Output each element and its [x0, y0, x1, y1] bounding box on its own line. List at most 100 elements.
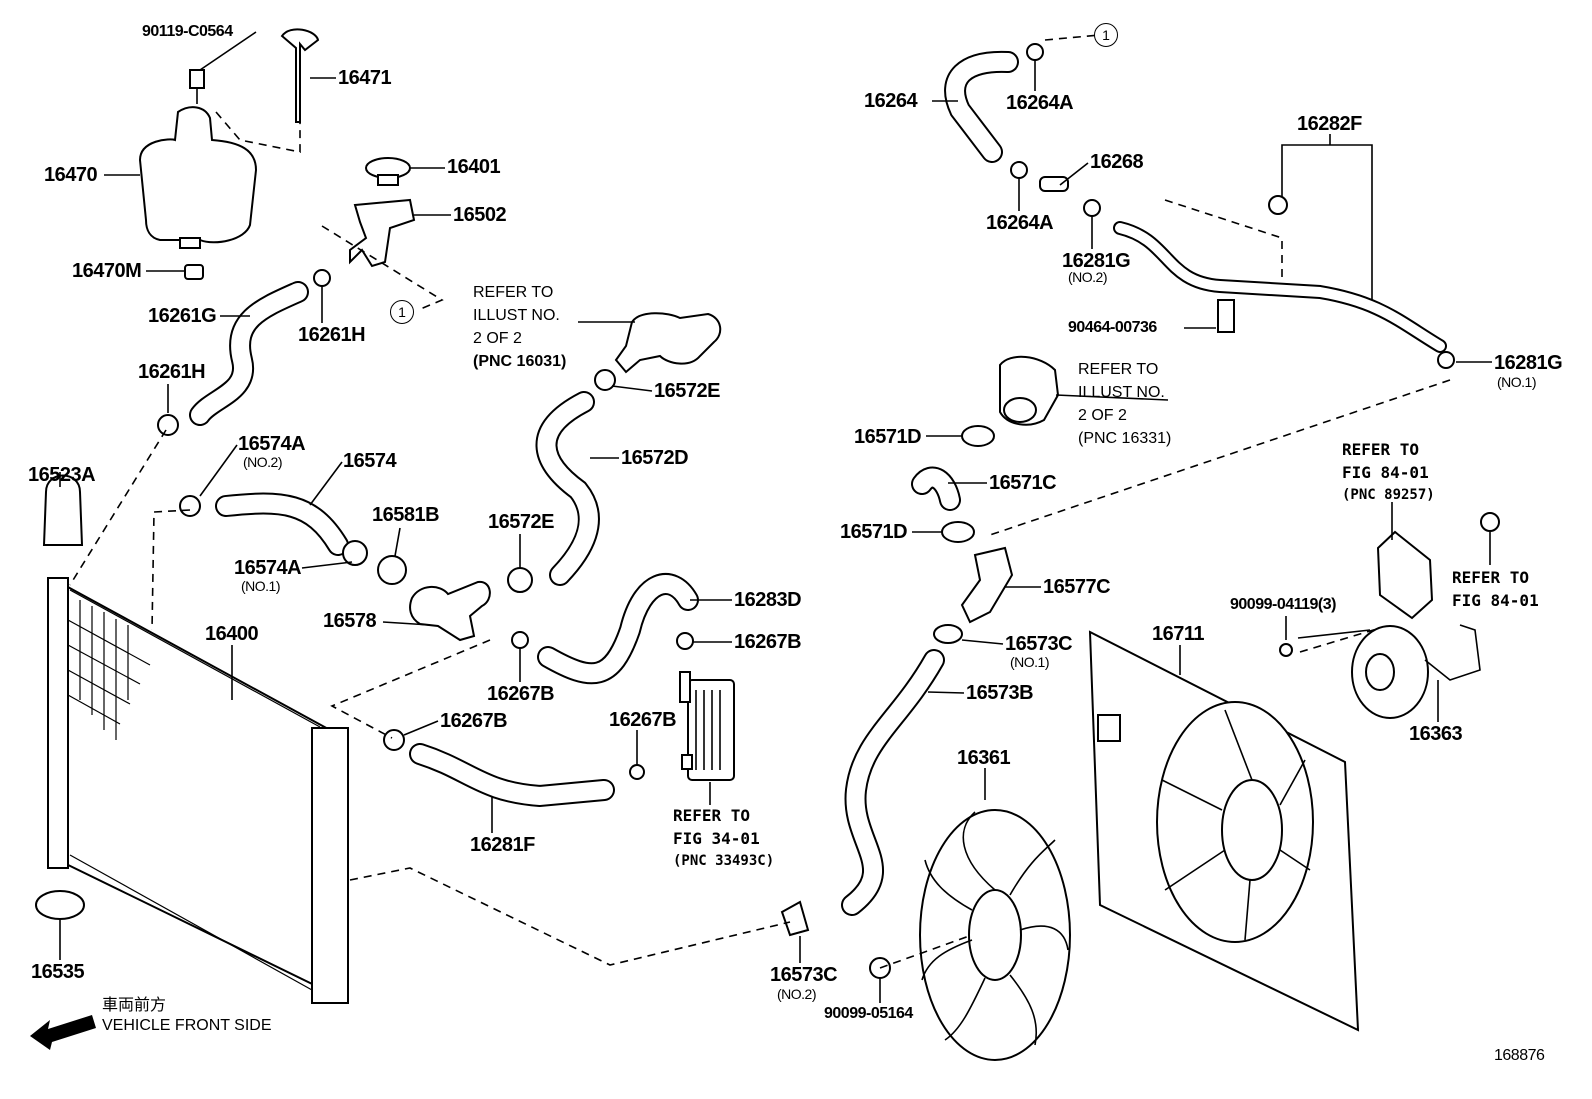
part-sublabel: (NO.2) [1068, 269, 1108, 285]
hose-16571C [911, 466, 961, 511]
part-label: 16471 [338, 67, 392, 89]
radiator-16400 [47, 577, 349, 1004]
part-label: 16470M [72, 260, 142, 282]
part-label: 16571D [854, 426, 922, 448]
part-label: 16470 [44, 164, 98, 186]
reference-marker: 1 [1094, 23, 1118, 47]
note-line: (PNC 33493C) [673, 853, 775, 869]
part-label: 16268 [1090, 151, 1144, 173]
resistor-89257 [1376, 530, 1434, 620]
part-label: 16264A [1006, 92, 1074, 114]
note-line: REFER TO [1342, 440, 1420, 459]
hose-16574 [215, 492, 349, 556]
refer-note-thermostat: REFER TO ILLUST NO. 2 OF 2 (PNC 16331) [1078, 358, 1171, 450]
part-label: 16267B [487, 683, 555, 705]
part-label: 16282F [1297, 113, 1362, 135]
part-label: 16573C [770, 964, 838, 986]
part-label: 16261H [138, 361, 206, 383]
water-pump-16031 [614, 312, 722, 374]
part-label: 16267B [609, 709, 677, 731]
part-label: 16571D [840, 521, 908, 543]
radiator-cap-16401 [365, 157, 411, 186]
refer-note-fig84-bolt: REFER TO FIG 84-01 [1452, 566, 1539, 612]
note-line: REFER TO [1078, 361, 1159, 378]
note-line: 2 OF 2 [473, 330, 522, 347]
hose-clamps [35, 43, 1500, 979]
hose-16572D [535, 391, 600, 586]
note-line: 2 OF 2 [1078, 407, 1127, 424]
part-label: 16361 [957, 747, 1011, 769]
part-label: 16535 [31, 961, 85, 983]
part-label: 16400 [205, 623, 259, 645]
part-label: 16571C [989, 472, 1057, 494]
part-sublabel: (NO.1) [1010, 654, 1050, 670]
note-line: FIG 34-01 [673, 829, 760, 848]
part-label: 16363 [1409, 723, 1463, 745]
part-sublabel: (NO.2) [243, 454, 283, 470]
hose-16261G [189, 281, 309, 426]
elbow-16577C [960, 546, 1014, 624]
part-label: 16261H [298, 324, 366, 346]
direction-en: VEHICLE FRONT SIDE [102, 1017, 272, 1034]
hose-16281F [409, 743, 615, 808]
part-label: 16264A [986, 212, 1054, 234]
leader-lines [59, 31, 1492, 1003]
part-label: 16281G [1494, 352, 1563, 374]
part-label: 16264 [864, 90, 918, 112]
oil-cooler-33493C [679, 671, 735, 781]
part-label: 16283D [734, 589, 802, 611]
part-label: 16711 [1152, 623, 1205, 645]
dipstick-16471 [280, 28, 320, 123]
note-line: FIG 84-01 [1452, 591, 1539, 610]
part-label: 16523A [28, 464, 96, 486]
part-label: 90119-C0564 [142, 23, 233, 40]
part-label: 16502 [453, 204, 507, 226]
fan-16361 [919, 809, 1071, 1061]
refer-note-fig34: REFER TO FIG 34-01 (PNC 33493C) [673, 804, 774, 873]
part-label: 16574A [238, 433, 306, 455]
note-line: ILLUST NO. [1078, 384, 1165, 401]
vehicle-direction-label: 車両前方 VEHICLE FRONT SIDE [102, 996, 272, 1036]
arrow-left-icon [30, 1015, 96, 1050]
part-label: 16574A [234, 557, 302, 579]
note-line: FIG 84-01 [1342, 463, 1429, 482]
note-line: (PNC 89257) [1342, 487, 1435, 503]
part-sublabel: (NO.1) [241, 578, 281, 594]
part-label: 16578 [323, 610, 377, 632]
note-line: REFER TO [473, 284, 554, 301]
note-line: REFER TO [1452, 568, 1530, 587]
part-label: 16281F [470, 834, 535, 856]
hose-16283D [537, 573, 699, 685]
illustration-number: 168876 [1494, 1047, 1545, 1064]
note-line: REFER TO [673, 806, 751, 825]
water-outlet-16502 [349, 198, 416, 268]
direction-jp: 車両前方 [102, 997, 167, 1014]
part-label: 16577C [1043, 576, 1111, 598]
part-label: 16281G [1062, 250, 1131, 272]
part-label: 16573B [966, 682, 1034, 704]
refer-note-fig84-resistor: REFER TO FIG 84-01 (PNC 89257) [1342, 438, 1435, 507]
part-sublabel: (NO.2) [777, 986, 817, 1002]
dashed-reference-lines [69, 34, 1451, 969]
fan-motor-16363 [1351, 624, 1481, 719]
reference-marker: 1 [390, 300, 414, 324]
reservoir-16470 [138, 69, 258, 280]
hose-16573B [841, 649, 945, 916]
part-label: 90464-00736 [1068, 319, 1157, 336]
thermostat-housing-16578 [409, 580, 491, 642]
part-label: 16572D [621, 447, 689, 469]
part-label: 16573C [1005, 633, 1073, 655]
thermostat-housing-16331 [999, 355, 1060, 426]
part-label: 16401 [447, 156, 501, 178]
part-label: 16572E [488, 511, 554, 533]
part-label: 90099-04119(3) [1230, 596, 1336, 613]
note-line: (PNC 16331) [1078, 430, 1172, 447]
part-sublabel: (NO.1) [1497, 374, 1537, 390]
part-label: 16261G [148, 305, 217, 327]
part-label: 16267B [734, 631, 802, 653]
part-label: 90099-05164 [824, 1005, 913, 1022]
hose-16264 [944, 50, 1019, 163]
